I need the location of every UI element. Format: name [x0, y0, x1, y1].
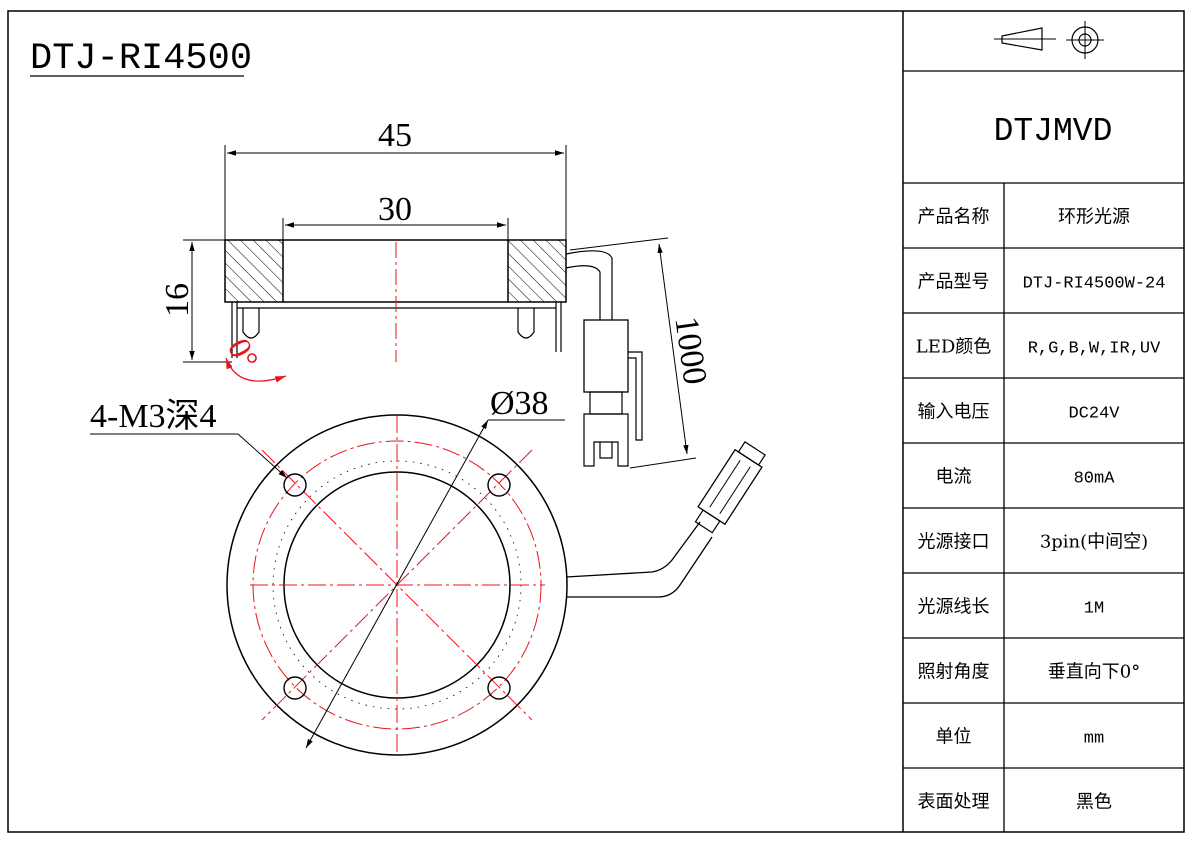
dim-1000: 1000 — [667, 314, 713, 386]
hole-callout-leader — [237, 433, 288, 479]
front-view: Ø38 4-M3深4 — [90, 385, 766, 756]
spec-value: 3pin(中间空) — [1040, 532, 1148, 553]
side-connector-body — [583, 319, 629, 393]
spec-value: mm — [1084, 730, 1104, 749]
spec-label: 光源接口 — [918, 532, 990, 553]
section-wall-right — [507, 239, 567, 303]
spec-label: 产品名称 — [918, 207, 990, 228]
mount-hole-tl[interactable] — [283, 473, 307, 497]
dim-diameter: Ø38 — [490, 385, 549, 422]
mount-hole-bl[interactable] — [283, 676, 307, 700]
side-connector-latch — [628, 351, 643, 441]
side-connector-pins — [583, 413, 629, 467]
spec-value: 80mA — [1074, 470, 1116, 489]
dim-ext-1000-bottom — [629, 457, 697, 469]
led-board — [231, 302, 562, 358]
led-right — [517, 308, 535, 339]
projection-symbol-icon — [994, 21, 1104, 59]
spec-label: 照射角度 — [918, 662, 990, 683]
spec-label: LED颜色 — [916, 337, 992, 358]
angle-label: 0° — [221, 332, 266, 374]
spec-value: 1M — [1084, 600, 1104, 619]
spec-value: 环形光源 — [1058, 207, 1130, 228]
front-cable — [565, 521, 713, 598]
spec-label: 表面处理 — [918, 792, 990, 813]
section-wall-left — [224, 239, 284, 303]
led-left — [242, 308, 260, 339]
spec-value: 垂直向下0° — [1048, 662, 1140, 683]
spec-value: DC24V — [1068, 405, 1120, 424]
spec-value: R,G,B,W,IR,UV — [1028, 340, 1161, 359]
brand-name: DTJMVD — [994, 113, 1113, 150]
spec-value: DTJ-RI4500W-24 — [1023, 275, 1166, 294]
dim-ext-1000-top — [569, 237, 669, 251]
spec-label: 产品型号 — [918, 272, 990, 293]
spec-label: 光源线长 — [918, 597, 990, 618]
side-cable — [565, 250, 613, 320]
dim-line-1000 — [657, 243, 689, 455]
spec-label: 单位 — [936, 727, 972, 748]
mount-hole-br[interactable] — [487, 676, 511, 700]
front-connector — [694, 441, 766, 534]
drawing-title: DTJ-RI4500 — [30, 38, 252, 80]
spec-value: 黑色 — [1076, 792, 1112, 813]
spec-label: 电流 — [936, 467, 972, 488]
side-connector-housing — [589, 391, 623, 415]
dim-16: 16 — [159, 283, 196, 317]
side-view: 45 30 16 1000 0° — [159, 117, 713, 469]
hole-callout: 4-M3深4 — [90, 398, 217, 435]
spec-label: 输入电压 — [918, 402, 990, 423]
dim-45: 45 — [378, 117, 412, 154]
sheet-border — [7, 10, 1185, 833]
dim-30: 30 — [378, 191, 412, 228]
mount-hole-tr[interactable] — [487, 473, 511, 497]
angle-arc — [225, 357, 287, 383]
diameter-line — [305, 419, 489, 749]
